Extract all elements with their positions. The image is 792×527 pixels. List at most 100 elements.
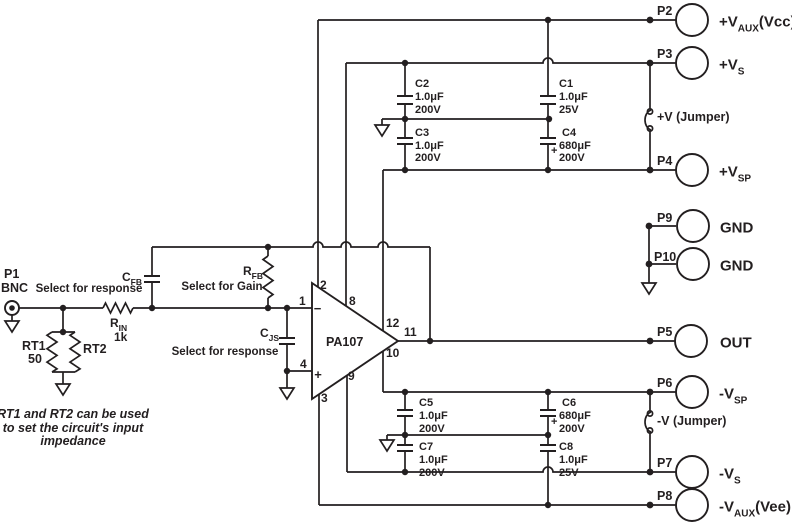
bnc-label: BNC — [1, 281, 28, 295]
p5-designator: P5 — [657, 325, 672, 339]
terminal-p8-icon — [675, 488, 709, 522]
ground-icon — [373, 124, 391, 138]
capacitor-labels: C2 1.0μF 200V C1 1.0μF 25V C3 1.0μF 200V… — [415, 78, 591, 479]
net-vsp-neg-label: -VSP — [719, 386, 748, 407]
rt2-ref-label: RT2 — [83, 342, 107, 356]
pin-10-label: 10 — [386, 346, 400, 360]
net-gnd-label-2: GND — [720, 258, 754, 275]
p1-designator: P1 — [4, 267, 19, 281]
net-gnd-label-1: GND — [720, 220, 754, 237]
ground-icon — [54, 383, 72, 397]
cap-c8-value: 1.0μF — [559, 454, 588, 466]
rt1-value-label: 50 — [28, 352, 42, 366]
cap-c2-value: 1.0μF — [415, 91, 444, 103]
cap-c1-icon — [540, 95, 556, 105]
p10-designator: P10 — [654, 250, 676, 264]
rfb-ref-label: RFB — [243, 264, 263, 281]
jumper-neg-icon — [644, 410, 654, 434]
resistors — [45, 255, 275, 373]
cap-c7-ref: C7 — [419, 441, 433, 453]
ground-symbols — [3, 124, 658, 453]
p8-designator: P8 — [657, 489, 672, 503]
terminal-p6-icon — [675, 375, 709, 409]
note-line-2: to set the circuit's input — [3, 421, 144, 435]
cap-c5-ref: C5 — [419, 397, 433, 409]
terminal-p3-icon — [675, 46, 709, 80]
cap-c2-icon — [397, 95, 413, 105]
net-vaux-pos-label: +VAUX(Vcc) — [719, 14, 792, 35]
ground-icon — [278, 387, 296, 401]
select-for-response-label-2: Select for response — [172, 346, 279, 358]
opamp-part-label: PA107 — [326, 335, 363, 349]
select-for-response-label-1: Select for response — [36, 283, 143, 295]
p7-designator: P7 — [657, 456, 672, 470]
connector-terminals — [674, 3, 710, 522]
net-vs-pos-label: +VS — [719, 57, 745, 78]
cap-c7-value: 1.0μF — [419, 454, 448, 466]
p3-designator: P3 — [657, 47, 672, 61]
cap-c2-volt: 200V — [415, 104, 441, 116]
cap-c1-ref: C1 — [559, 78, 573, 90]
cap-c8-icon — [540, 444, 556, 452]
select-for-gain-label: Select for Gain — [181, 281, 262, 293]
note-line-3: impedance — [40, 434, 105, 448]
cap-c7-icon — [397, 444, 413, 452]
pin-8-label: 8 — [349, 294, 356, 308]
cap-c5-value: 1.0μF — [419, 410, 448, 422]
terminal-p4-icon — [675, 153, 709, 187]
pin-2-label: 2 — [320, 278, 327, 292]
cap-c5-volt: 200V — [419, 423, 445, 435]
bnc-connector-icon — [4, 300, 20, 316]
connector-designators: P2 P3 P4 P9 P10 P5 P6 P7 P8 — [654, 4, 676, 503]
resistor-rt1-icon — [45, 331, 59, 373]
pin-3-label: 3 — [321, 391, 328, 405]
capacitor-plates — [144, 95, 556, 452]
cap-c6-polarity-sign: + — [551, 416, 557, 428]
cap-c6-icon — [540, 409, 556, 417]
cap-c3-volt: 200V — [415, 152, 441, 164]
pin-11-label: 11 — [404, 325, 417, 339]
cap-c6-ref: C6 — [562, 397, 576, 409]
terminal-p9-icon — [676, 209, 710, 243]
jumper-pos-icon — [644, 108, 654, 132]
cap-c1-value: 1.0μF — [559, 91, 588, 103]
junction-dots — [59, 16, 654, 509]
cap-c4-value: 680μF — [559, 140, 591, 152]
note-line-1: RT1 and RT2 can be used — [0, 407, 149, 421]
cap-c6-value: 680μF — [559, 410, 591, 422]
ground-icon — [378, 439, 396, 453]
net-vsp-pos-label: +VSP — [719, 164, 751, 185]
cap-c7-volt: 200V — [419, 467, 445, 479]
ground-icon — [640, 282, 658, 296]
resistor-rfb-icon — [261, 255, 275, 299]
net-vaux-neg-label: -VAUX(Vee) — [719, 499, 791, 520]
p9-designator: P9 — [657, 211, 672, 225]
cap-c6-volt: 200V — [559, 423, 585, 435]
p2-designator: P2 — [657, 4, 672, 18]
rt1-ref-label: RT1 — [22, 339, 46, 353]
pin-12-label: 12 — [386, 316, 400, 330]
terminal-p7-icon — [675, 455, 709, 489]
resistor-rin-icon — [102, 301, 134, 315]
opamp-triangle-icon — [311, 281, 400, 401]
cap-c1-volt: 25V — [559, 104, 579, 116]
cap-c4-polarity-sign: + — [551, 145, 557, 157]
p4-designator: P4 — [657, 154, 672, 168]
cfb-ref-label: CFB — [122, 270, 142, 287]
terminal-p10-icon — [676, 247, 710, 281]
pin-4-label: 4 — [300, 357, 307, 371]
terminal-p2-icon — [675, 3, 709, 37]
resistor-rt2-icon — [68, 331, 82, 373]
cap-c2-ref: C2 — [415, 78, 429, 90]
rin-ref-label: RIN — [110, 316, 127, 333]
cap-c4-volt: 200V — [559, 152, 585, 164]
terminal-p5-icon — [674, 324, 708, 358]
cap-c3-icon — [397, 137, 413, 145]
cap-c3-ref: C3 — [415, 127, 429, 139]
net-out-label: OUT — [720, 335, 752, 352]
pos-jumper-label: +V (Jumper) — [657, 110, 730, 124]
pin-1-label: 1 — [299, 294, 306, 308]
neg-jumper-label: -V (Jumper) — [657, 414, 726, 428]
